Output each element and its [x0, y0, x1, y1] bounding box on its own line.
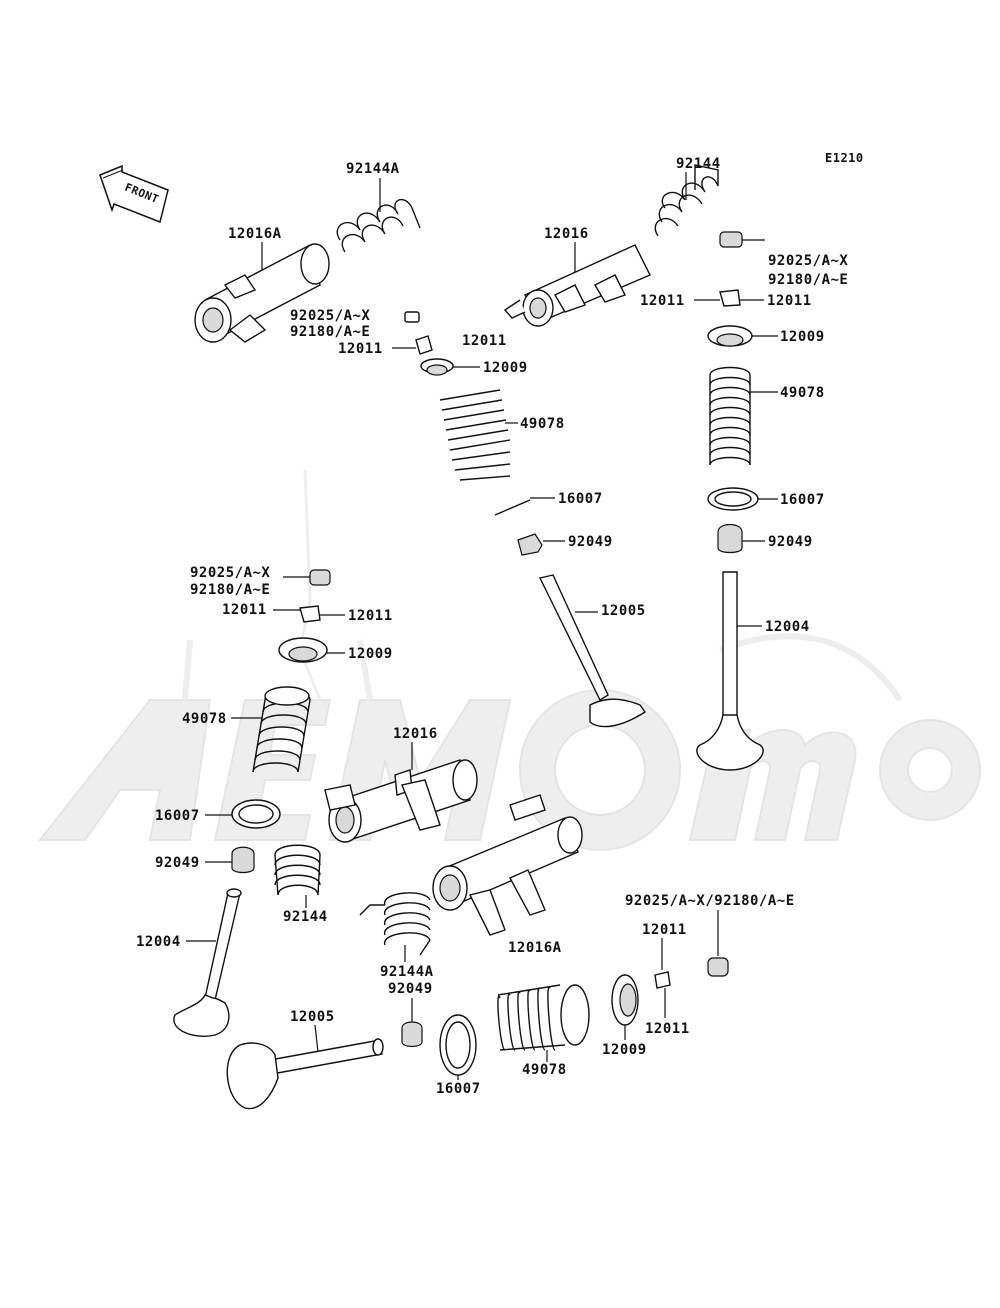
- label-12011-bra: 12011: [642, 922, 687, 938]
- retainer-12009-tr: [707, 325, 753, 347]
- label-12011-trr: 12011: [767, 293, 812, 309]
- valve-12005-tc: [538, 574, 646, 728]
- label-12005-tc: 12005: [601, 603, 646, 619]
- valve-12005-b: [226, 1038, 384, 1110]
- torsion-spring-92144-tr: [654, 164, 719, 237]
- rocker-arm-12016A-b: [432, 794, 583, 936]
- valve-spring-49078-tr: [709, 366, 751, 466]
- label-12011-mll: 12011: [222, 602, 267, 618]
- label-12005-b: 12005: [290, 1009, 335, 1025]
- label-12009-ml: 12009: [348, 646, 393, 662]
- front-arrow-icon: FRONT: [99, 164, 169, 224]
- label-12011-tc: 12011: [462, 333, 507, 349]
- seal-92049-tc: [517, 533, 543, 556]
- rocker-arm-12016-mid: [324, 759, 478, 843]
- label-92025-tr: 92025/A~X: [768, 253, 848, 269]
- cotter-92025-br: [707, 957, 729, 977]
- label-92144A-b: 92144A: [380, 964, 434, 980]
- label-12016-mid: 12016: [393, 726, 438, 742]
- label-92049-tr: 92049: [768, 534, 813, 550]
- torsion-spring-92144A-top: [336, 198, 421, 253]
- seat-16007-ml: [231, 799, 281, 829]
- retainer-12009-br: [611, 974, 639, 1026]
- label-12011-tl: 12011: [338, 341, 383, 357]
- label-12011-trl: 12011: [640, 293, 685, 309]
- valve-12004-tr: [696, 571, 764, 771]
- retainer-12009-tc: [420, 358, 454, 376]
- seat-16007-b: [439, 1014, 477, 1076]
- cotter-12011-tr: [719, 289, 741, 307]
- label-92180-tr: 92180/A~E: [768, 272, 848, 288]
- label-12004-tr: 12004: [765, 619, 810, 635]
- label-92144A-top: 92144A: [346, 161, 400, 177]
- seat-16007-tr: [707, 487, 759, 511]
- label-16007-b: 16007: [436, 1081, 481, 1097]
- valve-spring-49078-tc: [439, 389, 511, 481]
- valve-spring-49078-b: [497, 984, 590, 1051]
- valve-spring-49078-ml: [252, 686, 311, 773]
- cotter-92025-tl: [404, 311, 420, 323]
- cotter-12011-br: [654, 971, 671, 989]
- cotter-12011-ml: [299, 605, 321, 623]
- label-92180-ml: 92180/A~E: [190, 582, 270, 598]
- label-12009-br: 12009: [602, 1042, 647, 1058]
- label-12016-tr: 12016: [544, 226, 589, 242]
- label-92025-ml: 92025/A~X: [190, 565, 270, 581]
- torsion-spring-92144A-b: [359, 892, 431, 956]
- torsion-spring-92144-ml: [274, 844, 321, 896]
- rocker-arm-12016-tr: [503, 244, 651, 327]
- seal-92049-ml: [231, 846, 255, 874]
- label-92049-ml: 92049: [155, 855, 200, 871]
- retainer-12009-ml: [278, 637, 328, 663]
- label-92049-tc: 92049: [568, 534, 613, 550]
- label-16007-tr: 16007: [780, 492, 825, 508]
- label-49078-ml: 49078: [182, 711, 227, 727]
- label-12011-mlr: 12011: [348, 608, 393, 624]
- watermark-logo: [37, 469, 981, 851]
- label-92025-br: 92025/A~X/92180/A~E: [625, 893, 795, 909]
- label-12009-tr: 12009: [780, 329, 825, 345]
- label-12016A-top: 12016A: [228, 226, 282, 242]
- label-92144-ml: 92144: [283, 909, 328, 925]
- valve-12004-bl: [173, 888, 242, 1037]
- seal-92049-b: [401, 1021, 423, 1048]
- cotter-12011-tl: [415, 335, 433, 355]
- label-12004-bl: 12004: [136, 934, 181, 950]
- diagram-code: E1210: [825, 151, 864, 165]
- label-16007-ml: 16007: [155, 808, 200, 824]
- label-92025-tl: 92025/A~X: [290, 308, 370, 324]
- label-12009-tc: 12009: [483, 360, 528, 376]
- cotter-92025-tr: [719, 231, 743, 248]
- label-92180-tl: 92180/A~E: [290, 324, 370, 340]
- label-12016A-b: 12016A: [508, 940, 562, 956]
- rocker-arm-12016A-top: [194, 243, 330, 343]
- seat-16007-tc: [494, 499, 531, 516]
- label-49078-tr: 49078: [780, 385, 825, 401]
- label-49078-b: 49078: [522, 1062, 567, 1078]
- label-49078-tc: 49078: [520, 416, 565, 432]
- cotter-92025-ml: [309, 569, 331, 586]
- label-12011-brb: 12011: [645, 1021, 690, 1037]
- seal-92049-tr: [717, 523, 743, 554]
- label-16007-tc: 16007: [558, 491, 603, 507]
- label-92049-b: 92049: [388, 981, 433, 997]
- label-92144-tr: 92144: [676, 156, 721, 172]
